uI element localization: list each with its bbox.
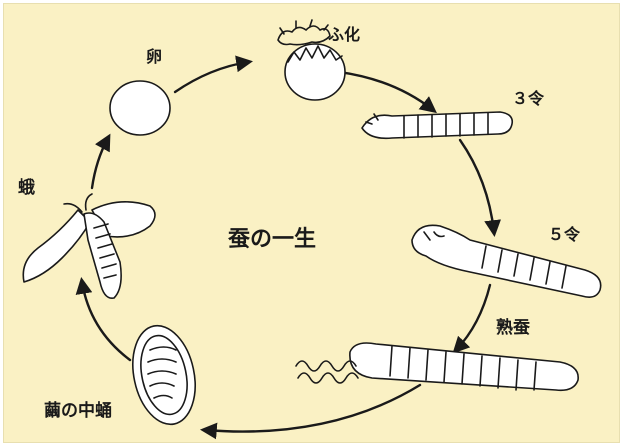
diagram-title: 蚕の一生	[227, 227, 316, 252]
arrow-mature-to-pupa	[205, 385, 420, 432]
arrow-instar3-to-instar5	[460, 140, 494, 232]
mature-label: 熟蚕	[496, 317, 530, 338]
mature-larva-illustration	[296, 343, 578, 390]
instar3-label: ３令	[512, 89, 545, 108]
instar5-label: ５令	[548, 225, 581, 244]
egg-illustration	[110, 81, 170, 135]
hatching-label: ふ化	[328, 25, 360, 44]
arrow-egg-to-hatch	[175, 62, 248, 92]
arrow-moth-to-egg	[92, 138, 108, 188]
moth-illustration	[23, 194, 155, 298]
moth-label: 蛾	[18, 177, 35, 198]
egg-label: 卵	[146, 47, 162, 66]
instar3-larva-illustration	[362, 112, 512, 138]
arrow-instar5-to-mature	[456, 285, 490, 350]
arrow-hatch-to-instar3	[340, 72, 433, 110]
pupa-in-cocoon-illustration	[124, 320, 203, 430]
pupa-label: 繭の中蛹	[44, 400, 112, 421]
